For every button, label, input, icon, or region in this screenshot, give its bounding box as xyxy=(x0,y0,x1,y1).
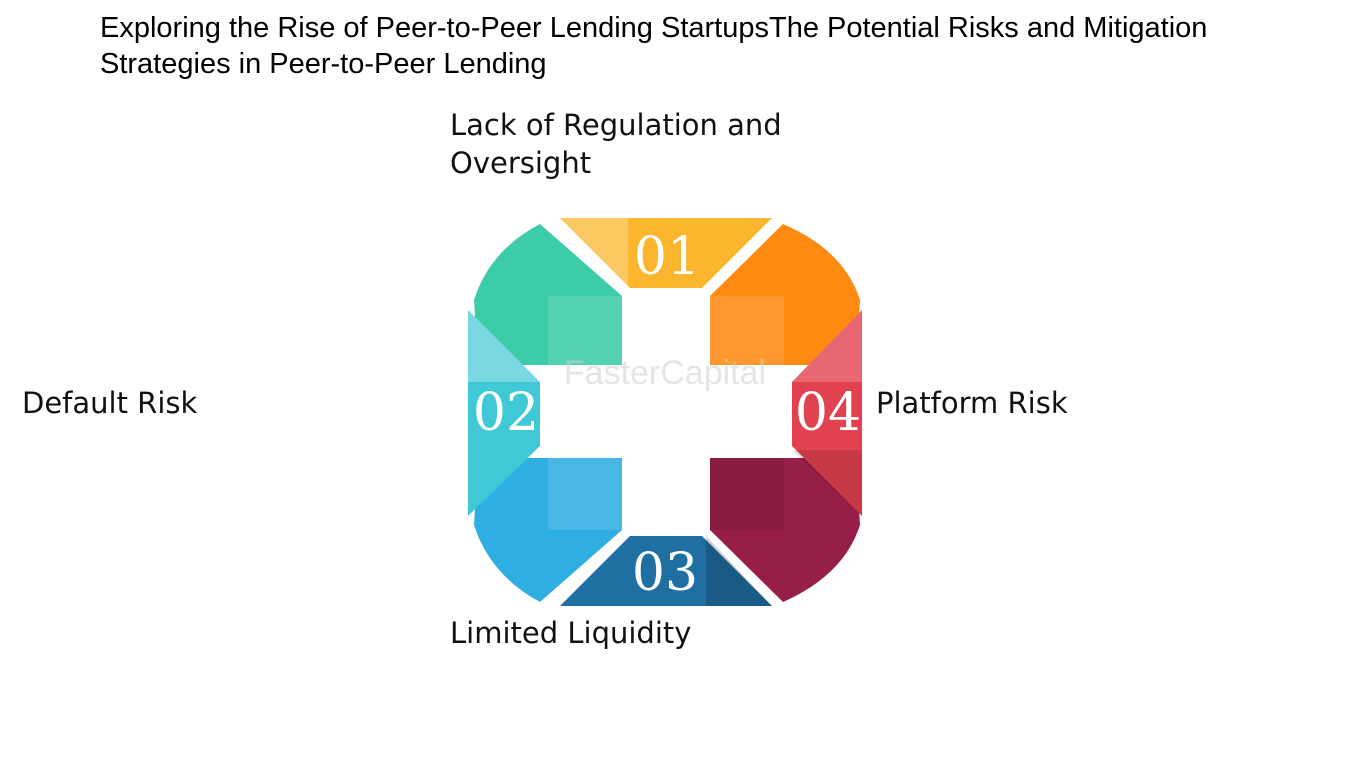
corner-block-bottom-left xyxy=(474,458,622,602)
segment-02: 02 xyxy=(468,310,540,516)
segment-01: 01 xyxy=(560,218,772,288)
item-label-03: Limited Liquidity xyxy=(450,616,692,650)
segment-04: 04 xyxy=(792,310,862,516)
corner-block-top-left xyxy=(474,224,622,365)
corner-block-top-right xyxy=(710,224,860,365)
risk-octagon-diagram: 01 02 03 04 FasterCapital xyxy=(468,218,862,606)
item-label-02: Default Risk xyxy=(22,386,198,420)
segment-number-03: 03 xyxy=(632,543,698,603)
segment-number-01: 01 xyxy=(634,227,700,287)
item-label-04: Platform Risk xyxy=(876,386,1068,420)
corner-block-bottom-right xyxy=(710,458,860,602)
page-title: Exploring the Rise of Peer-to-Peer Lendi… xyxy=(100,12,1208,80)
segment-number-02: 02 xyxy=(473,383,539,443)
segment-number-04: 04 xyxy=(795,383,861,443)
segment-03: 03 xyxy=(560,536,772,606)
watermark: FasterCapital xyxy=(564,354,766,392)
item-label-01: Lack of Regulation and Oversight xyxy=(450,108,782,180)
